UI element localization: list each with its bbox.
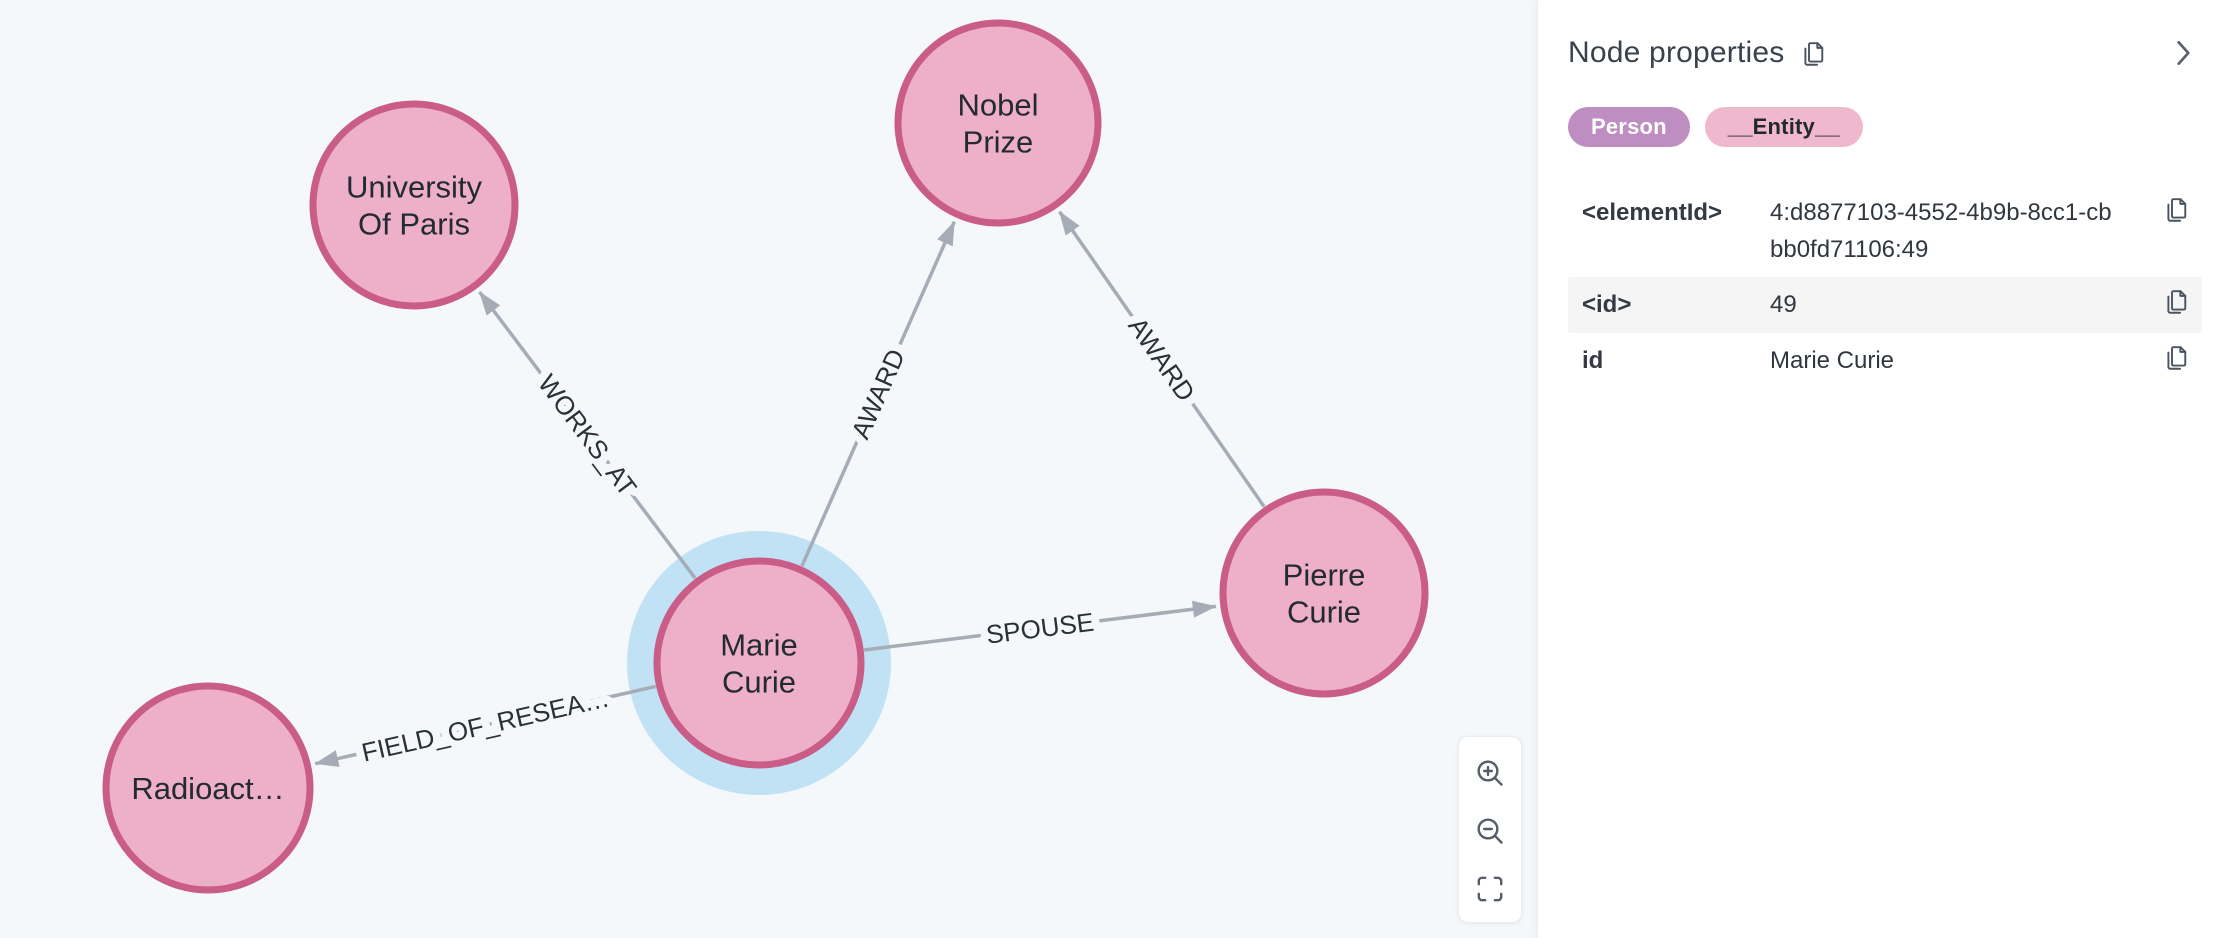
property-row-id-internal: <id> 49: [1568, 277, 2202, 333]
graph-canvas[interactable]: WORKS_AT AWARD AWARD SPOUSE FIELD_OF_RESEA… U…: [0, 0, 1537, 938]
panel-header: Node properties: [1568, 36, 2202, 70]
graph-edge-spouse[interactable]: SPOUSE: [863, 599, 1217, 658]
fit-to-screen-icon: [1477, 876, 1503, 902]
copy-icon: [2167, 198, 2187, 222]
property-value: 49: [1770, 291, 1797, 319]
property-row-elementid: <elementId> 4:d8877103-4552-4b9b-8cc1-cb…: [1568, 185, 2202, 277]
edge-label: SPOUSE: [984, 607, 1095, 650]
property-value: 4:d8877103-4552-4b9b-8cc1-cbbb0fd71106:4…: [1770, 199, 2112, 264]
property-key: <elementId>: [1582, 199, 1723, 226]
graph-edge-award[interactable]: AWARD: [1058, 210, 1266, 508]
graph-edge-field-of-resea-[interactable]: FIELD_OF_RESEA…: [314, 674, 657, 776]
edge-label: WORKS_AT: [532, 369, 643, 502]
edge-label: FIELD_OF_RESEA…: [359, 682, 612, 767]
property-value: Marie Curie: [1770, 346, 1895, 374]
copy-icon: [2167, 345, 2187, 370]
fit-to-screen-button[interactable]: [1473, 873, 1507, 905]
edge-label: AWARD: [845, 344, 911, 443]
node-label-badge-person[interactable]: Person: [1568, 107, 1690, 147]
copy-all-properties-button[interactable]: [1800, 40, 1827, 67]
graph-visualization[interactable]: WORKS_AT AWARD AWARD SPOUSE FIELD_OF_RESEA… U…: [0, 0, 1537, 938]
property-key: id: [1582, 346, 1604, 374]
zoom-out-icon: [1477, 818, 1503, 844]
node-label-badge-entity[interactable]: __Entity__: [1704, 107, 1863, 147]
node-caption: Radioact…: [131, 771, 284, 806]
node-label-badges: Person __Entity__: [1568, 107, 2202, 147]
copy-property-button[interactable]: [2163, 342, 2190, 371]
panel-title: Node properties: [1568, 36, 1785, 69]
edge-label: AWARD: [1122, 312, 1201, 407]
property-row-id: id Marie Curie: [1568, 333, 2202, 388]
collapse-panel-button[interactable]: [2166, 36, 2200, 70]
graph-edge-works-at[interactable]: WORKS_AT: [478, 291, 697, 580]
copy-property-button[interactable]: [2163, 194, 2190, 223]
zoom-controls: [1458, 736, 1522, 923]
node-properties-panel: Node properties Person __Entity__ <eleme…: [1537, 0, 2232, 938]
copy-icon: [1804, 41, 1824, 66]
graph-node-radioactivity[interactable]: Radioact…: [102, 682, 314, 894]
properties-table: <elementId> 4:d8877103-4552-4b9b-8cc1-cb…: [1568, 185, 2202, 388]
zoom-out-button[interactable]: [1473, 815, 1507, 847]
zoom-in-icon: [1477, 760, 1503, 786]
property-key: <id>: [1582, 291, 1632, 319]
copy-property-button[interactable]: [2163, 286, 2190, 315]
chevron-right-icon: [2177, 40, 2190, 66]
graph-edge-award[interactable]: AWARD: [800, 220, 956, 567]
copy-icon: [2167, 290, 2187, 315]
zoom-in-button[interactable]: [1473, 757, 1507, 789]
